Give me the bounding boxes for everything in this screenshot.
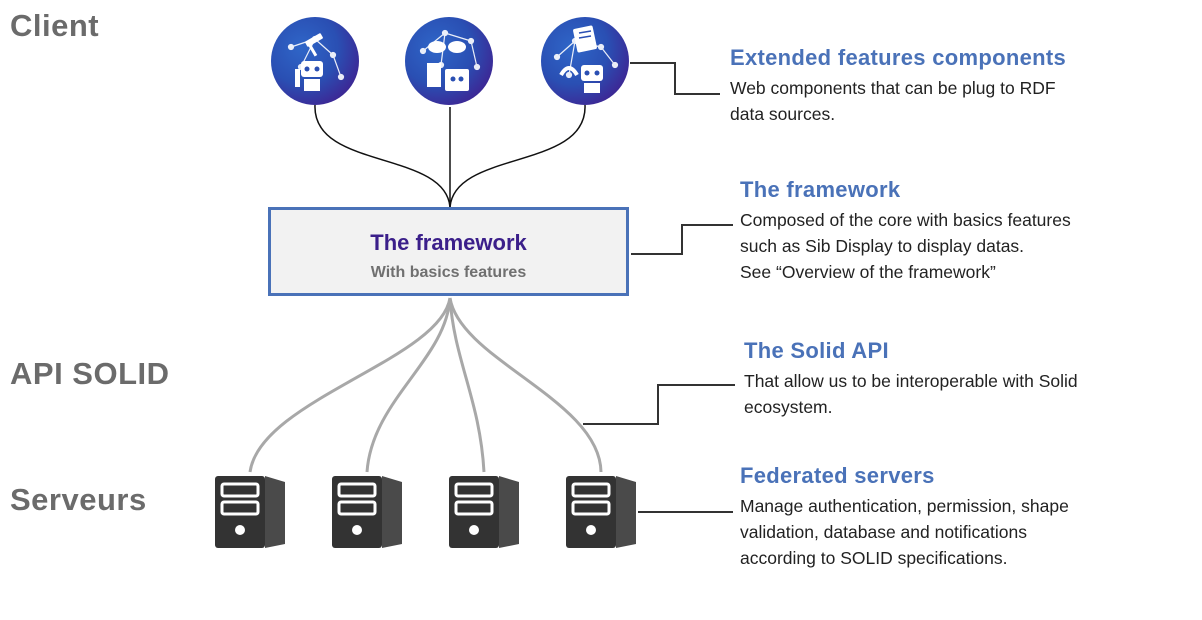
description-extended-title: Extended features components	[730, 45, 1067, 70]
wire-framework-server2	[365, 297, 452, 473]
framework-box: The framework With basics features	[268, 207, 629, 296]
robot-book-icon	[541, 17, 629, 105]
server-tower-icon	[564, 472, 638, 550]
wire-framework-server3	[448, 297, 486, 473]
server-tower-icon	[213, 472, 287, 550]
description-federated-servers: Federated servers Manage authentication,…	[740, 463, 1180, 571]
layer-label-api: API SOLID	[10, 356, 170, 391]
robot-chat-icon	[405, 17, 493, 105]
wire-icon3-framework	[449, 104, 586, 208]
description-federated-title: Federated servers	[740, 463, 935, 488]
layer-label-servers: Serveurs	[10, 482, 147, 517]
description-federated-body: Manage authentication, permission, shape…	[740, 496, 1069, 568]
wire-framework-server1	[248, 297, 452, 473]
connector-api	[583, 384, 735, 425]
layer-label-client: Client	[10, 8, 100, 43]
server-tower-icon	[330, 472, 404, 550]
description-framework: The framework Composed of the core with …	[740, 177, 1180, 285]
framework-box-title: The framework	[370, 230, 527, 255]
connector-framework	[631, 224, 733, 255]
server-tower-icon	[447, 472, 521, 550]
wire-framework-server4	[448, 297, 603, 473]
framework-box-subtitle: With basics features	[370, 264, 527, 281]
wire-icon1-framework	[314, 104, 451, 208]
description-solid-api: The Solid API That allow us to be intero…	[744, 338, 1184, 420]
robot-judge-icon	[271, 17, 359, 105]
description-extended-features: Extended features components Web compone…	[730, 45, 1170, 127]
connector-extended	[630, 62, 720, 95]
description-framework-title: The framework	[740, 177, 901, 202]
description-framework-body: Composed of the core with basics feature…	[740, 210, 1071, 282]
description-extended-body: Web components that can be plug to RDF d…	[730, 78, 1056, 124]
description-api-title: The Solid API	[744, 338, 889, 363]
description-api-body: That allow us to be interoperable with S…	[744, 371, 1078, 417]
